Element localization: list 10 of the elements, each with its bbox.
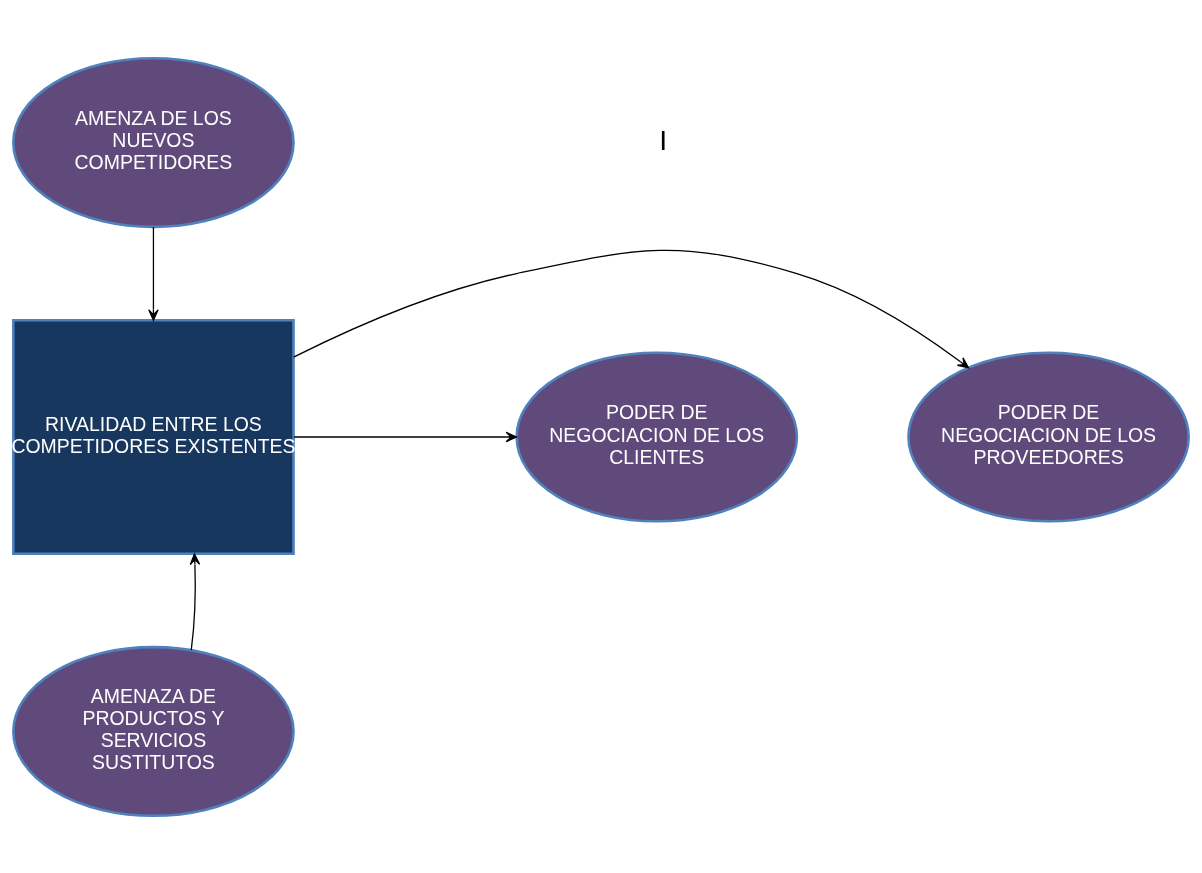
node-ellipse: PODER DE NEGOCIACION DE LOS CLIENTES — [515, 350, 799, 523]
node-ellipse: AMENZA DE LOS NUEVOS COMPETIDORES — [12, 56, 295, 228]
node-ellipse: AMENAZA DE PRODUCTOS Y SERVICIOS SUSTITUTOS — [12, 645, 295, 817]
node-ellipse: PODER DE NEGOCIACION DE LOS PROVEEDORES — [907, 350, 1190, 523]
arrow — [292, 249, 970, 368]
node-box: RIVALIDAD ENTRE LOS COMPETIDORES EXISTENTES — [12, 318, 295, 555]
arrow — [293, 431, 518, 442]
label: I — [659, 123, 668, 156]
arrow — [189, 552, 201, 651]
arrow — [148, 225, 159, 321]
